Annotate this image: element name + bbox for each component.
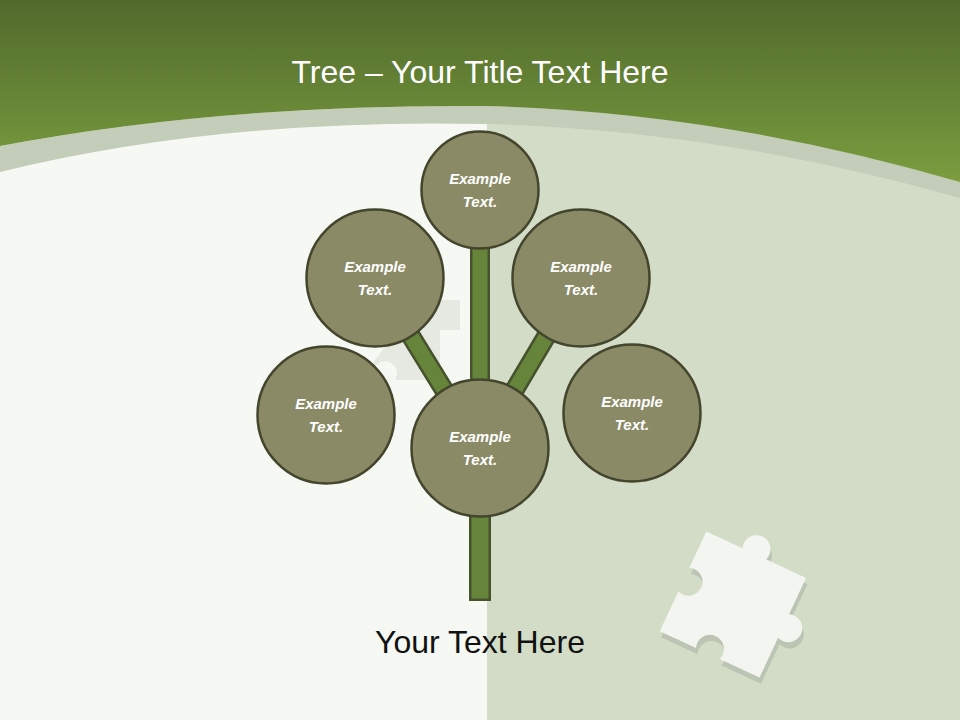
leaf-label: Example Text. (587, 390, 677, 436)
circle-outline (305, 208, 445, 348)
slide-caption: Your Text Here (0, 622, 960, 662)
leaf-label: Example Text. (442, 167, 519, 213)
text-holder: Example Text. (420, 130, 540, 250)
leaf-circle: Example Text. (256, 345, 396, 485)
circle-outline (410, 378, 550, 518)
tree-trunk (469, 505, 491, 601)
leaf-circle: Example Text. (511, 208, 651, 348)
leaf-circle: Example Text. (410, 378, 550, 518)
text-holder: Example Text. (305, 208, 445, 348)
leaf-label: Example Text. (330, 255, 420, 301)
text-holder: Example Text. (562, 343, 702, 483)
puzzle-piece (658, 514, 835, 692)
tree-branch (480, 248, 481, 380)
text-holder: Example Text. (410, 378, 550, 518)
text-holder: Example Text. (256, 345, 396, 485)
leaf-label: Example Text. (281, 392, 371, 438)
leaf-label: Example Text. (536, 255, 626, 301)
circle-outline (511, 208, 651, 348)
leaf-circle: Example Text. (305, 208, 445, 348)
leaf-circle: Example Text. (562, 343, 702, 483)
text-holder: Example Text. (511, 208, 651, 348)
circle-outline (562, 343, 702, 483)
tree-branch (411, 336, 445, 390)
leaf-circle: Example Text. (420, 130, 540, 250)
circle-outline (420, 130, 540, 250)
circle-outline (256, 345, 396, 485)
slide-title: Tree – Your Title Text Here (0, 52, 960, 92)
tree-branch (515, 336, 547, 389)
leaf-label: Example Text. (435, 425, 525, 471)
